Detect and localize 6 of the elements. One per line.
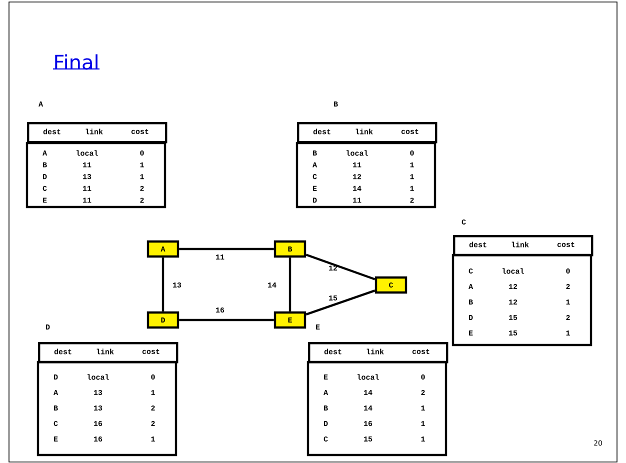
link-line (306, 254, 376, 280)
link-line (179, 318, 274, 322)
link-line (288, 258, 292, 312)
link-line (162, 258, 164, 312)
link-line (306, 290, 376, 316)
link-line (179, 248, 274, 250)
